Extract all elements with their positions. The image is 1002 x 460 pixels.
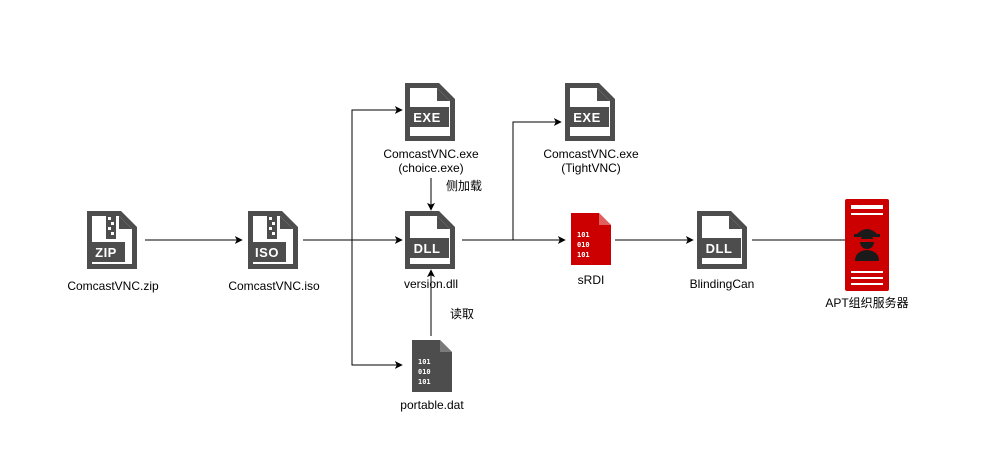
sideload-label: 侧加载: [446, 179, 482, 193]
exe-file-icon: EXE: [565, 83, 615, 141]
svg-text:101: 101: [418, 378, 431, 386]
node-srdi[interactable]: 101 010 101 sRDI: [571, 213, 611, 287]
edge-dll-to-tightvnc: [512, 118, 562, 240]
svg-text:DLL: DLL: [706, 241, 733, 256]
binary-file-icon: 101 010 101: [571, 213, 611, 265]
portable-dat-label: portable.dat: [400, 398, 464, 412]
svg-text:EXE: EXE: [413, 110, 441, 125]
dll-file-icon: DLL: [405, 211, 455, 269]
node-comcastvnc-iso[interactable]: ISO ComcastVNC.iso: [228, 211, 320, 293]
svg-text:010: 010: [577, 241, 590, 249]
svg-text:101: 101: [577, 251, 590, 259]
tightvnc-exe-label-line2: (TightVNC): [561, 161, 621, 175]
choice-exe-label-line2: (choice.exe): [398, 161, 463, 175]
node-comcastvnc-zip[interactable]: ZIP ComcastVNC.zip: [67, 211, 159, 293]
node-version-dll[interactable]: DLL version.dll: [404, 211, 458, 291]
srdi-label: sRDI: [578, 273, 605, 287]
iso-file-icon: ISO: [248, 211, 298, 269]
edge-iso-to-choice-exe: [351, 106, 403, 240]
hacker-server-icon: [845, 199, 889, 291]
version-dll-label: version.dll: [404, 277, 458, 291]
svg-text:EXE: EXE: [573, 110, 601, 125]
svg-text:ISO: ISO: [255, 245, 279, 260]
node-apt-server[interactable]: APT组织服务器: [825, 199, 909, 310]
blindingcan-label: BlindingCan: [690, 277, 755, 291]
svg-text:101: 101: [418, 358, 431, 366]
svg-text:101: 101: [577, 231, 590, 239]
svg-text:DLL: DLL: [414, 241, 441, 256]
read-label: 读取: [450, 307, 474, 321]
tightvnc-exe-label-line1: ComcastVNC.exe: [543, 147, 639, 161]
node-portable-dat[interactable]: 101 010 101 portable.dat: [400, 340, 464, 412]
svg-text:ZIP: ZIP: [95, 245, 117, 260]
apt-server-label: APT组织服务器: [825, 295, 908, 310]
zip-label: ComcastVNC.zip: [67, 279, 159, 293]
edge-iso-to-portable-dat: [351, 240, 403, 369]
binary-file-icon: 101 010 101: [412, 340, 452, 392]
zip-file-icon: ZIP: [87, 211, 137, 269]
iso-label: ComcastVNC.iso: [228, 279, 320, 293]
node-blindingcan[interactable]: DLL BlindingCan: [690, 211, 755, 291]
choice-exe-label-line1: ComcastVNC.exe: [383, 147, 479, 161]
exe-file-icon: EXE: [405, 83, 455, 141]
dll-file-icon: DLL: [697, 211, 747, 269]
node-tightvnc-exe[interactable]: EXE ComcastVNC.exe (TightVNC): [543, 83, 639, 175]
node-choice-exe[interactable]: EXE ComcastVNC.exe (choice.exe): [383, 83, 479, 175]
svg-text:010: 010: [418, 368, 431, 376]
edges: 侧加载 读取: [145, 106, 845, 369]
